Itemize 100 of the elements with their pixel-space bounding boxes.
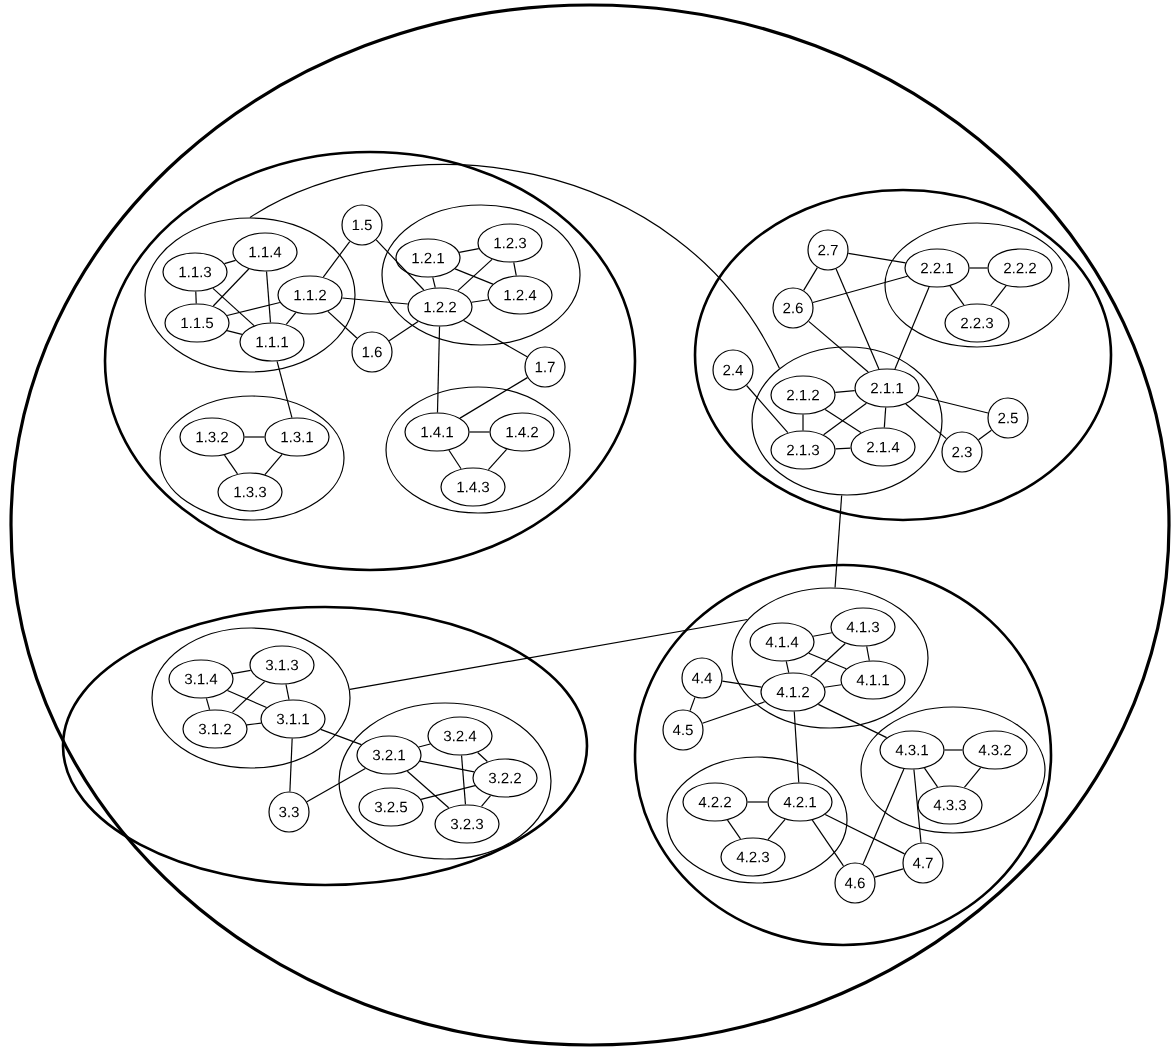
- connector-line: [205, 697, 211, 711]
- connector-line: [231, 669, 252, 675]
- connector-line: [436, 326, 441, 413]
- connector-line: [487, 448, 508, 471]
- group-ellipse: [884, 222, 1070, 348]
- connector-line: [480, 794, 492, 808]
- connector-line: [824, 408, 862, 434]
- connector-line: [835, 268, 880, 370]
- group-ellipse: [151, 627, 351, 769]
- connector-line: [862, 768, 905, 865]
- connector-line: [969, 267, 988, 269]
- connector-line: [246, 722, 262, 726]
- connector-line: [811, 819, 845, 867]
- connector-line: [264, 453, 283, 476]
- group-ellipse: [731, 587, 929, 729]
- connector-line: [747, 801, 768, 803]
- connector-line: [244, 436, 265, 438]
- connector-line: [726, 819, 742, 840]
- connector-line: [785, 660, 790, 674]
- connector-line: [223, 454, 239, 475]
- connector-line: [824, 813, 906, 855]
- group-ellipse: [381, 204, 581, 346]
- connector-line: [289, 738, 293, 792]
- connector-line: [212, 287, 255, 327]
- cluster-ellipse: [633, 563, 1053, 947]
- connector-line: [349, 618, 748, 690]
- connector-line: [944, 749, 963, 751]
- connector-line: [812, 632, 833, 637]
- connector-line: [793, 711, 800, 783]
- connector-line: [949, 285, 965, 306]
- connector-line: [285, 683, 290, 701]
- group-ellipse: [860, 706, 1046, 834]
- connector-line: [767, 818, 786, 841]
- connector-line: [701, 701, 766, 724]
- connector-line: [745, 384, 789, 434]
- connector-line: [231, 681, 266, 713]
- connector-line: [226, 330, 243, 335]
- connector-line: [375, 239, 425, 291]
- connector-line: [432, 276, 436, 289]
- connector-line: [226, 689, 268, 709]
- connector-line: [834, 494, 843, 589]
- connector-line: [883, 406, 887, 429]
- boundary-ellipse: [9, 3, 1171, 1047]
- connector-line: [817, 703, 888, 739]
- connector-line: [341, 297, 409, 305]
- connector-line: [810, 642, 846, 677]
- cluster-ellipse: [693, 188, 1113, 522]
- group-ellipse: [338, 702, 552, 860]
- connector-line: [388, 320, 419, 342]
- connector-line: [469, 431, 490, 433]
- connector-line: [808, 652, 847, 670]
- connector-line: [894, 286, 930, 370]
- connector-line: [420, 785, 476, 800]
- connector-line: [306, 767, 366, 803]
- connector-line: [276, 360, 293, 419]
- connector-line: [689, 696, 696, 712]
- connector-line: [977, 429, 993, 441]
- connector-line: [419, 760, 475, 773]
- connector-line: [320, 728, 362, 746]
- connector-line: [913, 768, 922, 844]
- connector-line: [834, 447, 852, 450]
- connector-line: [406, 770, 450, 809]
- connector-line: [249, 164, 780, 369]
- connector-line: [226, 301, 281, 317]
- connector-line: [963, 767, 982, 788]
- connector-line: [459, 377, 528, 419]
- connector-line: [223, 259, 237, 265]
- connector-line: [457, 258, 493, 292]
- connector-line: [808, 320, 869, 373]
- connector-line: [265, 270, 272, 324]
- connector-line: [513, 261, 517, 277]
- connector-line: [990, 285, 1007, 306]
- cluster-ellipse: [103, 150, 637, 572]
- connector-line: [923, 767, 939, 788]
- connector-line: [802, 414, 804, 431]
- group-ellipse: [751, 346, 943, 496]
- connector-line: [460, 755, 467, 805]
- connector-line: [212, 268, 250, 307]
- cluster-ellipse: [61, 605, 589, 887]
- connector-line: [874, 868, 904, 878]
- connector-line: [285, 312, 297, 325]
- group-ellipse: [159, 395, 345, 521]
- connector-line: [905, 403, 947, 440]
- connector-line: [322, 240, 351, 278]
- connector-line: [812, 275, 908, 304]
- connector-line: [448, 449, 462, 470]
- connector-line: [471, 299, 489, 303]
- connector-line: [454, 268, 494, 285]
- connector-line: [823, 402, 867, 436]
- connector-line: [847, 252, 907, 264]
- connector-line: [477, 751, 488, 763]
- connector-line: [327, 310, 358, 339]
- connector-line: [418, 743, 431, 748]
- connector-line: [458, 248, 480, 253]
- connector-line: [824, 684, 842, 688]
- connector-line: [195, 291, 197, 304]
- connector-line: [916, 394, 989, 414]
- connector-line: [463, 319, 528, 358]
- group-ellipse: [385, 386, 571, 514]
- connector-line: [803, 267, 818, 291]
